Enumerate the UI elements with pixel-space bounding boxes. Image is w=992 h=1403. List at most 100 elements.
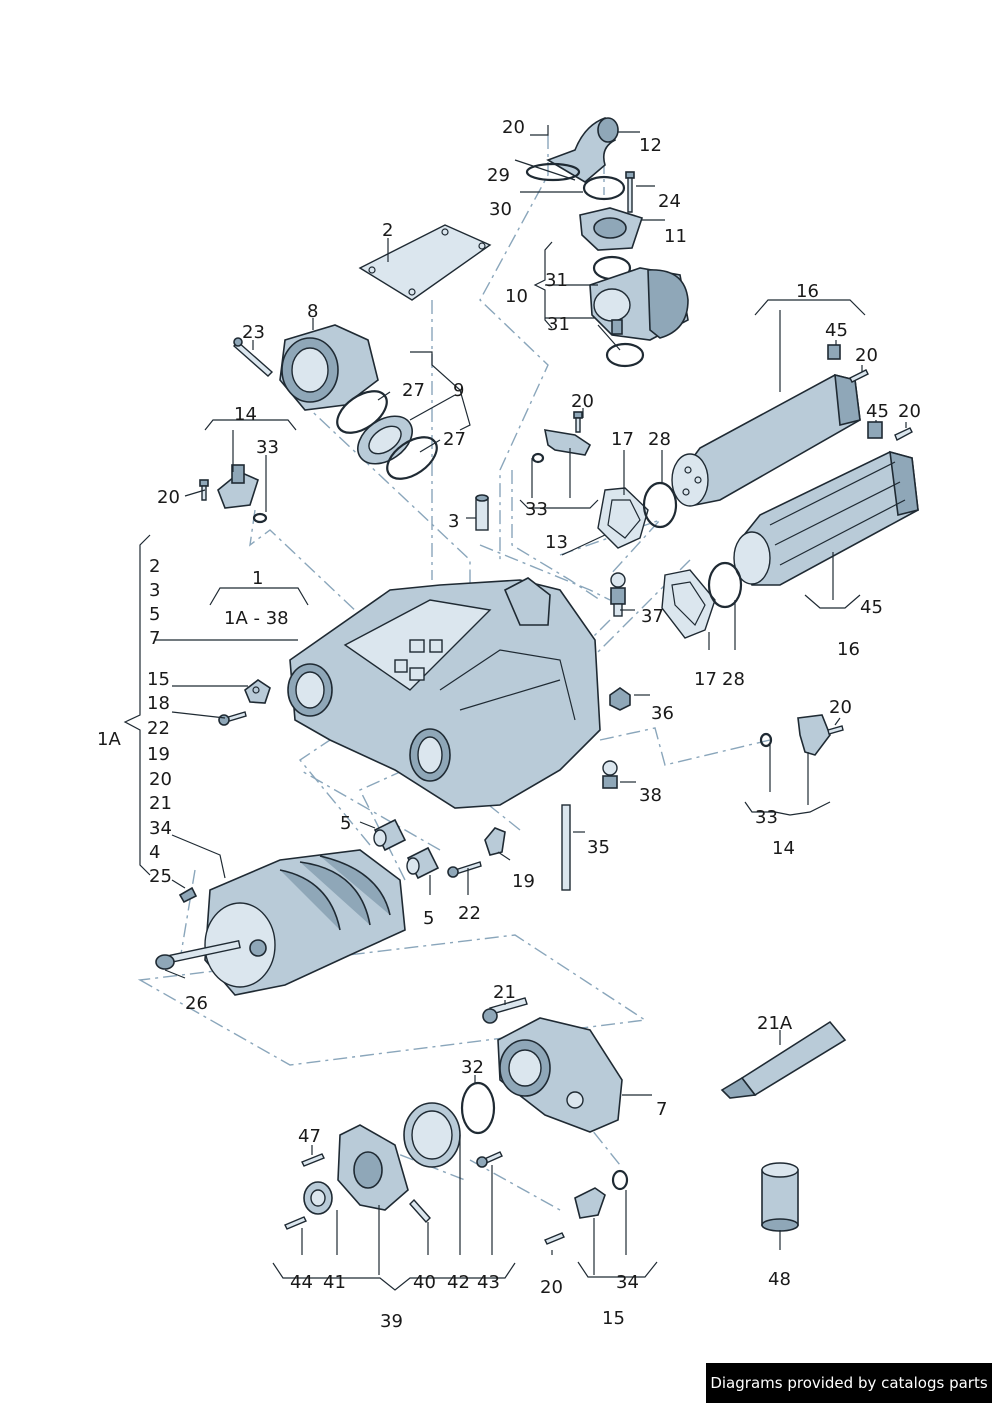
bolt-44 [284, 1216, 307, 1230]
bolt-47 [301, 1153, 325, 1167]
callout-22: 22 [458, 903, 481, 924]
intercooler-lower [733, 450, 919, 586]
pulley-41 [303, 1181, 333, 1215]
list-25: 25 [149, 866, 172, 887]
o-ring-33-mid [531, 452, 545, 464]
sealant-tube [720, 1020, 847, 1099]
callout-9: 9 [453, 380, 464, 401]
throttle-body [589, 267, 689, 341]
callout-1: 1 [252, 568, 263, 589]
callout-10: 10 [505, 286, 528, 307]
callout-37: 37 [641, 606, 664, 627]
callout-16: 16 [796, 281, 819, 302]
callout-2: 2 [382, 220, 393, 241]
callout-5: 5 [340, 813, 351, 834]
plug-45-a [827, 344, 841, 360]
callout-32: 32 [461, 1057, 484, 1078]
callout-27: 27 [443, 429, 466, 450]
callout-20: 20 [829, 697, 852, 718]
callout-40: 40 [413, 1272, 436, 1293]
callout-42: 42 [447, 1272, 470, 1293]
callout-23: 23 [242, 322, 265, 343]
callout-12: 12 [639, 135, 662, 156]
pulley-housing [337, 1124, 409, 1211]
plug-3 [475, 494, 489, 531]
clamp-ring-9 [357, 415, 413, 465]
bolt-21 [482, 997, 528, 1024]
callout-33: 33 [755, 807, 778, 828]
bolt-20-right [827, 725, 844, 735]
callout-14: 14 [772, 838, 795, 859]
bolt-20-mid [573, 411, 583, 433]
list-4: 4 [149, 842, 160, 863]
list-22: 22 [147, 718, 170, 739]
callout-17: 17 [611, 429, 634, 450]
bracket-19 [484, 827, 506, 856]
cover-gasket [358, 224, 492, 301]
callout-20: 20 [540, 1277, 563, 1298]
intake-adapter [279, 324, 379, 411]
intercooler-upper [671, 373, 861, 507]
callout-35: 35 [587, 837, 610, 858]
bolt-24 [625, 171, 635, 213]
drive-cover [497, 1017, 623, 1133]
o-ring-32 [460, 1081, 496, 1135]
bolt-22 [447, 861, 482, 878]
callout-43: 43 [477, 1272, 500, 1293]
sensor-15 [574, 1187, 606, 1219]
sensor-14-mid [543, 429, 592, 456]
cooler-gasket-17 [661, 569, 716, 639]
callout-19: 19 [512, 871, 535, 892]
list-5: 5 [149, 604, 160, 625]
callout-45: 45 [860, 597, 883, 618]
ring-42 [403, 1102, 461, 1168]
oil-filter [761, 1162, 799, 1232]
callout-1a: 1A [97, 729, 121, 750]
callout-8: 8 [307, 301, 318, 322]
callout-41: 41 [323, 1272, 346, 1293]
throttle-flange [579, 207, 644, 251]
o-ring-28-upper [642, 481, 678, 529]
bolt-18 [218, 711, 247, 726]
intake-elbow [546, 117, 619, 183]
callout-11: 11 [664, 226, 687, 247]
list-2: 2 [149, 556, 160, 577]
bolt-20-cooler-a [849, 369, 869, 383]
callout-34: 34 [616, 1272, 639, 1293]
sensor-14-right [797, 714, 831, 756]
braces [123, 241, 866, 1291]
callout-21a: 21A [757, 1013, 793, 1034]
bushing-5-lower [406, 846, 440, 880]
bolt-40 [409, 1198, 431, 1224]
ball-stud-38 [602, 760, 618, 789]
callout-3: 3 [448, 511, 459, 532]
callout-14: 14 [234, 404, 257, 425]
bolt-20-sensor-15 [544, 1232, 565, 1245]
list-20: 20 [149, 769, 172, 790]
callout-33: 33 [256, 437, 279, 458]
callout-31: 31 [547, 314, 570, 335]
callout-1a-38: 1A - 38 [224, 608, 289, 629]
callout-21: 21 [493, 982, 516, 1003]
bracket-15 [244, 679, 271, 704]
callout-31: 31 [545, 270, 568, 291]
supercharger-housing [287, 577, 601, 809]
seal-26 [155, 954, 175, 970]
o-ring-27-lower [386, 436, 438, 480]
rotor-pack [169, 849, 406, 996]
callout-5: 5 [423, 908, 434, 929]
o-ring-33-right [759, 732, 773, 748]
callout-20: 20 [855, 345, 878, 366]
callout-29: 29 [487, 165, 510, 186]
stud-35 [561, 804, 571, 891]
callout-20: 20 [571, 391, 594, 412]
callout-20: 20 [157, 487, 180, 508]
bolt-20-sensor [199, 479, 209, 501]
callout-47: 47 [298, 1126, 321, 1147]
callout-28: 28 [648, 429, 671, 450]
list-18: 18 [147, 693, 170, 714]
list-15: 15 [147, 669, 170, 690]
callout-24: 24 [658, 191, 681, 212]
list-21: 21 [149, 793, 172, 814]
